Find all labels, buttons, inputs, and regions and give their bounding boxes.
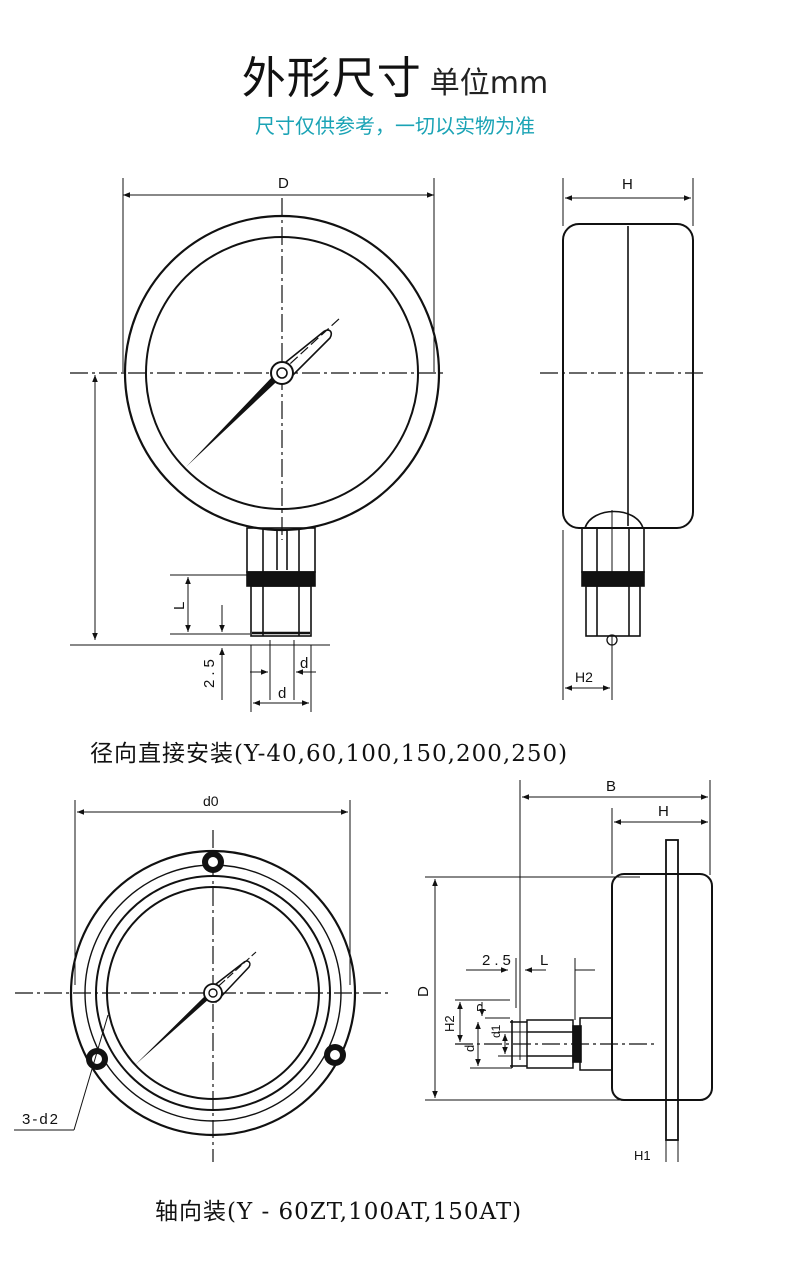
dim-d-small-label: d — [300, 655, 308, 672]
title-unit: 单位mm — [429, 66, 549, 101]
dim-L-label: L — [171, 602, 188, 610]
dim-gap-label: 2.5 — [201, 655, 218, 688]
dim-H-label: H — [622, 176, 633, 193]
title-main: 外形尺寸 — [241, 53, 422, 104]
page-title: 外形尺寸单位mm — [0, 42, 790, 106]
dim-D-axial-label: D — [415, 986, 432, 997]
caption-radial: 径向直接安装(Y-40,60,100,150,200,250) — [90, 741, 569, 767]
radial-side-view — [540, 178, 706, 700]
caption-axial: 轴向装(Y - 60ZT,100AT,150AT) — [155, 1199, 523, 1225]
page-subtitle: 尺寸仅供参考，一切以实物为准 — [255, 114, 535, 138]
axial-side-view — [425, 780, 713, 1162]
dim-d1-label: d1 — [489, 1024, 503, 1038]
dim-H1-label: H1 — [634, 1148, 651, 1163]
dim-d0-label: d0 — [203, 793, 219, 809]
dim-H2-axial-label: H2 — [442, 1015, 457, 1032]
dim-B-label: B — [606, 778, 616, 795]
dim-H2-label: H2 — [575, 669, 593, 685]
dim-d-axial-label: d — [462, 1045, 477, 1052]
axial-front-view — [14, 800, 392, 1162]
dim-L-axial-label: L — [540, 952, 548, 969]
dim-d-big-label: d — [278, 685, 286, 702]
dim-D-label: D — [278, 175, 289, 192]
dim-gap-axial-label: 2.5 — [482, 952, 515, 969]
radial-front-view — [70, 178, 445, 712]
dim-H-axial-label: H — [658, 803, 669, 820]
dim-P-label: P — [474, 1003, 489, 1012]
dim-3d2-label: 3-d2 — [22, 1111, 60, 1128]
